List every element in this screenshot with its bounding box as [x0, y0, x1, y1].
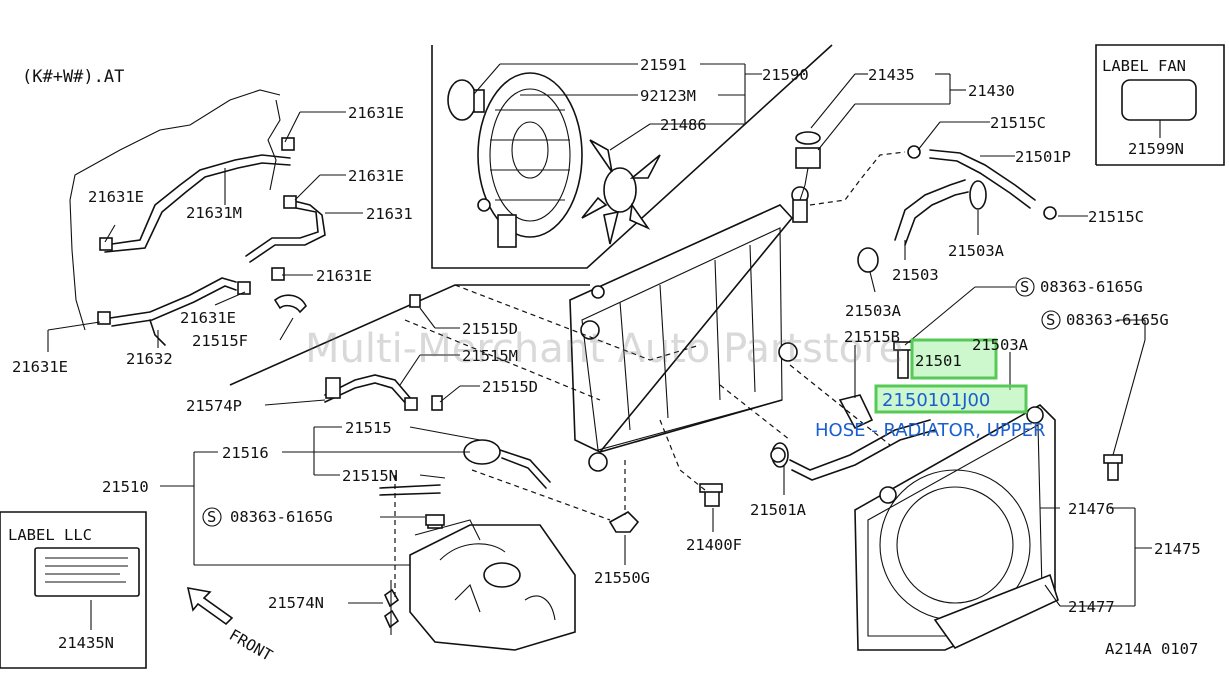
label-21435[interactable]: 21435 [868, 66, 915, 84]
label-21632[interactable]: 21632 [126, 350, 173, 368]
label-21477[interactable]: 21477 [1068, 598, 1115, 616]
label-21515d-b[interactable]: 21515D [482, 378, 538, 396]
label-21550g[interactable]: 21550G [594, 569, 650, 587]
watermark: Multi-Merchant Auto Partstore [305, 326, 903, 372]
label-21516[interactable]: 21516 [222, 444, 269, 462]
label-21631e-1[interactable]: 21631E [348, 104, 404, 122]
fan-blade [581, 139, 661, 245]
mount-21550g [608, 511, 640, 533]
s-symbol-2: S [1046, 311, 1055, 329]
label-21574n[interactable]: 21574N [268, 594, 324, 612]
label-21503[interactable]: 21503 [892, 266, 939, 284]
highlight-21501[interactable] [874, 338, 1028, 414]
label-21475[interactable]: 21475 [1154, 540, 1201, 558]
tank-hoses [324, 294, 551, 496]
s-symbol-1: S [1020, 278, 1029, 296]
label-21510[interactable]: 21510 [102, 478, 149, 496]
label-21435n[interactable]: 21435N [58, 634, 114, 652]
label-21515c-right[interactable]: 21515C [1088, 208, 1144, 226]
label-21503a-top[interactable]: 21503A [948, 242, 1005, 260]
label-21631e-5[interactable]: 21631E [180, 309, 236, 327]
highlight-description[interactable]: HOSE - RADIATOR, UPPER [815, 420, 1046, 441]
label-21631m[interactable]: 21631M [186, 204, 242, 222]
label-21515d-a[interactable]: 21515D [462, 320, 518, 338]
front-label: FRONT [226, 626, 275, 665]
label-92123m[interactable]: 92123M [640, 87, 696, 105]
radiator-cap [795, 131, 821, 201]
diagram-code: A214A 0107 [1105, 640, 1198, 658]
label-21631e-2[interactable]: 21631E [348, 167, 404, 185]
clip-21574n [383, 580, 400, 635]
label-21591[interactable]: 21591 [640, 56, 687, 74]
label-21501a[interactable]: 21501A [750, 501, 807, 519]
label-21599n[interactable]: 21599N [1128, 140, 1184, 158]
highlight-full-number[interactable]: 2150101J00 [882, 390, 990, 411]
fan-motor [447, 79, 485, 121]
upper-hose-21503 [857, 179, 987, 273]
label-21501p[interactable]: 21501P [1015, 148, 1071, 166]
clip-21501a [770, 447, 786, 463]
label-21590[interactable]: 21590 [762, 66, 809, 84]
label-21515n[interactable]: 21515N [342, 467, 398, 485]
label-21515c-top[interactable]: 21515C [990, 114, 1046, 132]
front-arrow-icon [186, 586, 234, 626]
label-21476[interactable]: 21476 [1068, 500, 1115, 518]
label-21400f[interactable]: 21400F [686, 536, 742, 554]
part-labels: (K#+W#).AT 21591 21590 92123M 21486 2143… [8, 56, 1201, 665]
label-21503a-mid[interactable]: 21503A [845, 302, 902, 320]
bolt-08363-right [1103, 339, 1146, 481]
at-hose-assembly [69, 89, 326, 346]
label-21631[interactable]: 21631 [366, 205, 413, 223]
reservoir-tank [409, 524, 576, 651]
label-08363-c[interactable]: 08363-6165G [230, 508, 333, 526]
fan-inset-frame [431, 44, 833, 269]
label-21515m[interactable]: 21515M [462, 347, 518, 365]
label-21430[interactable]: 21430 [968, 82, 1015, 100]
label-21486[interactable]: 21486 [660, 116, 707, 134]
leader-lines [47, 63, 1161, 607]
fan-shroud-small [477, 72, 583, 248]
label-fan-box [1095, 44, 1225, 166]
radiator [569, 186, 809, 472]
drain-bolt-21400f [699, 483, 723, 507]
bolt-08363-lower [425, 514, 445, 526]
label-21501-highlight[interactable]: 21501 [915, 352, 962, 370]
reservoir-hose-21501p [907, 145, 1057, 220]
s-symbol-3: S [207, 508, 216, 526]
label-21515f[interactable]: 21515F [192, 332, 248, 350]
label-21574p[interactable]: 21574P [186, 397, 242, 415]
shroud-lower-21477 [933, 573, 1059, 650]
title-ref: (K#+W#).AT [22, 67, 124, 87]
label-21631e-6[interactable]: 21631E [12, 358, 68, 376]
label-08363-b[interactable]: 08363-6165G [1066, 311, 1169, 329]
label-21631e-4[interactable]: 21631E [316, 267, 372, 285]
dashed-leaders [394, 151, 906, 600]
label-21631e-3[interactable]: 21631E [88, 188, 144, 206]
label-21503a-right[interactable]: 21503A [972, 336, 1029, 354]
label-llc-title: LABEL LLC [8, 526, 92, 544]
label-08363-a[interactable]: 08363-6165G [1040, 278, 1143, 296]
label-llc-box [0, 511, 147, 669]
label-21515b[interactable]: 21515B [844, 328, 900, 346]
label-21515[interactable]: 21515 [345, 419, 392, 437]
label-fan-title: LABEL FAN [1102, 57, 1186, 75]
